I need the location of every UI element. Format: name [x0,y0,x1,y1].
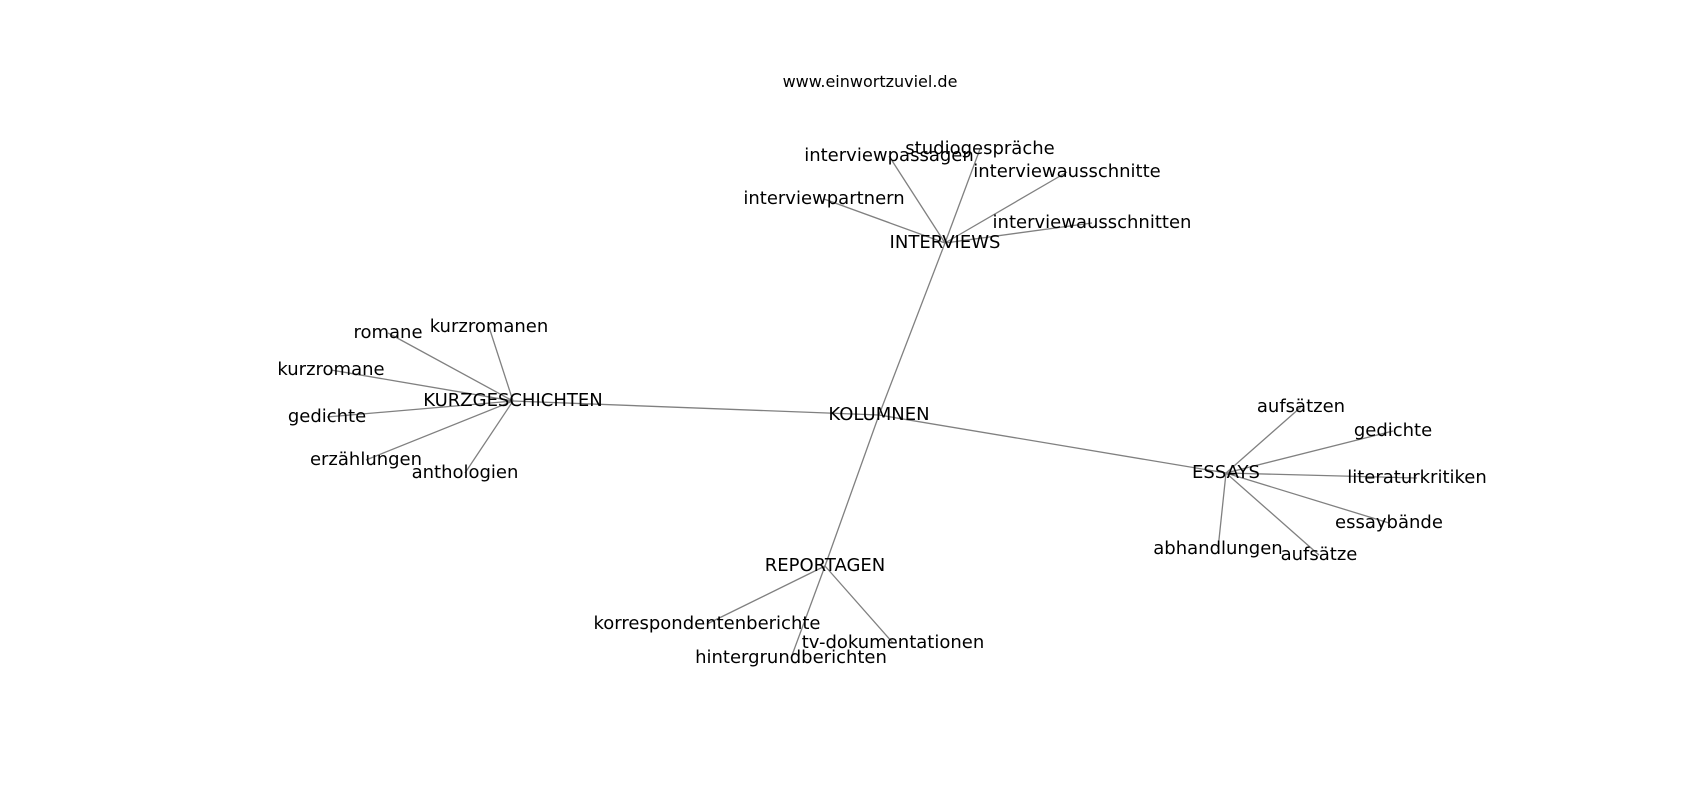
edge-interviews-studiogespraeche [944,148,981,244]
graph-node-labels: KOLUMNEN INTERVIEWS KURZGESCHICHTEN ESSAYS R… [277,138,1486,668]
node-label-kurzromane: kurzromane [277,359,384,380]
edge-interviews-interviewausschnitten [944,222,1093,244]
edge-essays-abhandlungen [1217,472,1227,550]
edge-kurzgeschichten-erzaehlungen [365,400,514,461]
edge-interviews-interviewpassagen [888,155,946,244]
node-label-reportagen: REPORTAGEN [765,555,885,576]
node-label-kurzromanen: kurzromanen [430,316,549,337]
node-label-interviews: INTERVIEWS [890,232,1001,253]
node-label-anthologien: anthologien [412,462,519,483]
graph-edges [326,148,1418,659]
node-label-studiogespraeche: studiogespräche [905,138,1054,159]
node-label-aufsaetzen: aufsätzen [1257,396,1345,417]
edge-kurzgeschichten-gedichte-k [326,400,514,418]
edge-reportagen-korrespondentenberichte [706,565,826,625]
node-label-interviewausschnitte: interviewausschnitte [973,161,1161,182]
edge-essays-essaybaende [1225,472,1390,524]
edge-essays-gedichte-e [1225,430,1394,474]
node-label-korrespondentenberichte: korrespondentenberichte [594,613,821,634]
node-label-interviewausschnitten: interviewausschnitten [993,212,1192,233]
node-label-aufsaetze: aufsätze [1281,544,1358,565]
site-url: www.einwortzuviel.de [782,72,958,91]
edge-reportagen-tv-dokumentationen [824,565,894,644]
edge-essays-aufsaetze [1225,472,1320,556]
edge-kurzgeschichten-anthologien [464,400,514,474]
node-label-gedichte-e: gedichte [1354,420,1432,441]
node-label-gedichte-k: gedichte [288,406,366,427]
edge-kolumnen-essays [878,414,1227,474]
edge-essays-aufsaetzen [1225,406,1302,474]
edge-kolumnen-kurzgeschichten [512,400,880,416]
edge-kolumnen-interviews [878,242,946,416]
edge-kurzgeschichten-kurzromane [330,369,514,402]
node-label-kurzgeschichten: KURZGESCHICHTEN [423,390,602,411]
node-label-romane: romane [353,322,422,343]
node-label-interviewpassagen: interviewpassagen [804,145,974,166]
edge-reportagen-hintergrundberichten [790,565,826,659]
edge-interviews-interviewpartnern [823,198,946,244]
edge-interviews-interviewausschnitte [944,171,1068,244]
node-label-kolumnen: KOLUMNEN [828,404,929,425]
node-label-abhandlungen: abhandlungen [1153,538,1282,559]
edge-essays-literaturkritiken [1225,472,1418,479]
node-label-literaturkritiken: literaturkritiken [1347,467,1487,488]
node-label-interviewpartnern: interviewpartnern [743,188,904,209]
node-label-tv-dokumentationen: tv-dokumentationen [802,632,985,653]
edge-kolumnen-reportagen [824,414,880,567]
node-label-essays: ESSAYS [1192,462,1260,483]
edge-kurzgeschichten-romane [387,332,514,402]
edge-kurzgeschichten-kurzromanen [488,326,514,402]
node-label-hintergrundberichten: hintergrundberichten [695,647,887,668]
node-label-essaybaende: essaybände [1335,512,1443,533]
node-label-erzaehlungen: erzählungen [310,449,422,470]
